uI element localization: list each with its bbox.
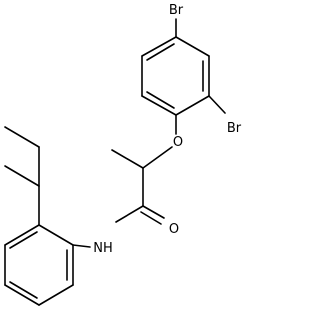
bond (175, 95, 210, 116)
molecule-structure: Br Br O O NH (4, 3, 242, 306)
bond-c-br-right (208, 95, 226, 114)
bond-o-ch (142, 146, 173, 169)
atom-amide-nh: NH (93, 241, 113, 256)
bond-ch-methyl (111, 149, 144, 169)
bond (9, 231, 38, 249)
bond (38, 284, 74, 306)
bond (146, 43, 175, 61)
phenyl-ring (4, 224, 74, 306)
bond (141, 36, 177, 57)
atom-oxygen-ether: O (173, 135, 183, 150)
bond-c-o-double-a (142, 205, 165, 219)
bond (38, 224, 74, 246)
bond (146, 91, 175, 109)
bond-ethyl-ch3 (4, 126, 40, 148)
bond (4, 284, 40, 306)
bond-c-n (115, 205, 144, 223)
bond-n-aryl (72, 244, 91, 248)
atom-br-right: Br (227, 121, 242, 136)
bond-ch-methyl-left (4, 165, 40, 187)
bond (141, 95, 177, 116)
atom-oxygen-carbonyl: O (169, 222, 179, 237)
bond (9, 281, 38, 299)
dibromophenyl-ring (141, 36, 210, 116)
bond (175, 36, 210, 57)
atom-br-top: Br (169, 3, 184, 18)
bond (4, 224, 40, 246)
bond-c-o-double-b (140, 211, 162, 225)
